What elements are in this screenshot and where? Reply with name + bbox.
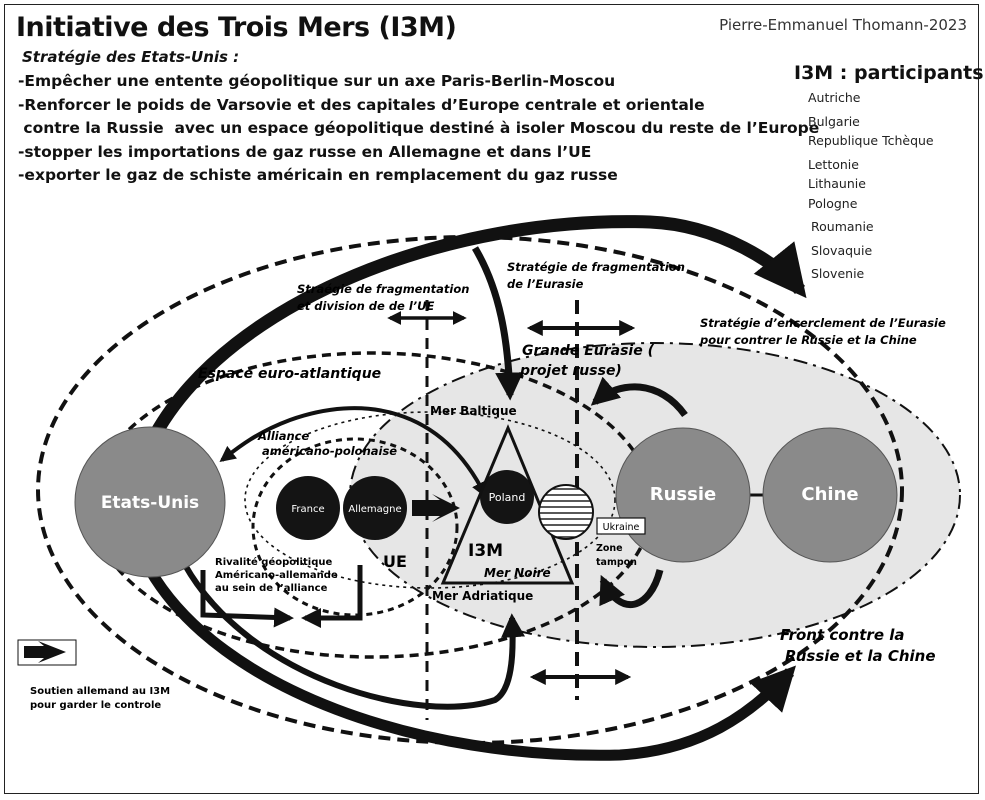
zone-tampon-label-1: Zone [596, 543, 623, 554]
german-support-arrow [412, 494, 460, 522]
figure-title: Initiative des Trois Mers (I3M) [16, 12, 457, 43]
participant-item: Lithaunie [808, 176, 866, 191]
participant-item: Autriche [808, 90, 861, 105]
strategy-bullet: -exporter le gaz de schiste américain en… [18, 166, 618, 184]
frag-eurasie-label-2: de l’Eurasie [507, 277, 584, 291]
encirclement-top-arrow [149, 215, 807, 439]
strategy-bullet: -Empêcher une entente géopolitique sur u… [18, 72, 616, 90]
ukraine-disk [538, 484, 594, 540]
rivalite-label-3: au sein de l’alliance [215, 583, 328, 594]
alliance-arrow [219, 406, 487, 498]
participant-item: Slovaquie [811, 242, 873, 258]
allemagne-circle [343, 476, 407, 540]
strategy-bullets: -Empêcher une entente géopolitique sur u… [18, 70, 819, 188]
participants-list: Autriche Bulgarie Republique Tchèque Let… [808, 86, 934, 286]
france-circle [276, 476, 340, 540]
france-label: France [291, 504, 324, 515]
frag-ue-label-2: et division de de l’UE [297, 299, 435, 313]
ukraine-label-box [596, 517, 646, 535]
rivalry-arrow-left [200, 570, 294, 628]
russie-circle [615, 427, 751, 563]
participants-heading: I3M : participants [794, 62, 984, 84]
zone-tampon-label-2: tampon [596, 557, 637, 568]
encerclement-label-2: pour contrer le Russie et la Chine [699, 333, 917, 347]
mer-adriatique-label: Mer Adriatique [432, 589, 533, 603]
rivalite-label-2: Américano-allemande [215, 569, 338, 581]
legend-arrow-icon [24, 641, 66, 663]
poland-label: Poland [489, 491, 526, 504]
participant-item: Slovenie [811, 266, 865, 281]
strategy-bullet: -stopper les importations de gaz russe e… [18, 142, 592, 161]
usa-label: Etats-Unis [101, 493, 199, 513]
chine-circle [762, 427, 898, 563]
strategy-heading: Stratégie des Etats-Unis : [22, 48, 240, 66]
rivalry-arrow-right [301, 565, 363, 628]
ue-label: UE [383, 552, 407, 571]
russie-label: Russie [650, 484, 716, 505]
adriatic-arrow [182, 563, 526, 710]
mer-noire-label: Mer Noire [484, 566, 551, 580]
alliance-label-1: Alliance [257, 429, 309, 443]
legend-label-1: Soutien allemand au I3M [30, 686, 170, 697]
author-credit: Pierre-Emmanuel Thomann-2023 [719, 16, 967, 34]
allemagne-label: Allemagne [348, 504, 401, 515]
i3m-label: I3M [468, 541, 503, 561]
russia-top-arrow [590, 376, 688, 418]
baltic-arrow [471, 246, 524, 401]
participant-item: Roumanie [811, 219, 874, 234]
espace-euro-atlantique-label: Espace euro-atlantique [198, 366, 381, 382]
poland-circle [480, 470, 534, 524]
grande-eurasie-label-1: Grande Eurasie ( [522, 343, 655, 359]
figure-frame [4, 4, 979, 794]
grande-eurasie-label-2: projet russe) [519, 363, 622, 379]
strategy-bullet: -Renforcer le poids de Varsovie et des c… [18, 95, 705, 114]
participant-item: Bulgarie [808, 113, 860, 129]
encirclement-bottom-arrow [145, 567, 796, 761]
alliance-label-2: américano-polonaise [262, 444, 397, 458]
participant-item: Pologne [808, 195, 858, 211]
ukraine-label: Ukraine [603, 522, 640, 533]
frag-eurasie-label-1: Stratégie de fragmentation [507, 260, 685, 274]
ue-ellipse [251, 437, 459, 617]
rivalite-label-1: Rivalité géopolitique [215, 556, 332, 568]
front-label-1: Front contre la [780, 626, 904, 644]
strategy-bullet: contre la Russie avec un espace géopolit… [18, 119, 820, 137]
mer-baltique-label: Mer Baltique [430, 404, 517, 418]
chine-label: Chine [801, 484, 858, 505]
legend-label-2: pour garder le controle [30, 700, 161, 711]
usa-circle [74, 426, 226, 578]
participant-item: Lettonie [808, 156, 859, 172]
russia-bottom-arrow [599, 569, 664, 609]
participant-item: Republique Tchèque [808, 133, 934, 148]
encerclement-label-1: Stratégie d’encerclement de l’Eurasie [700, 316, 946, 330]
frag-ue-label-1: Straégie de fragmentation [297, 282, 469, 296]
front-label-2: Russie et la Chine [785, 647, 936, 665]
alliance-ellipse [244, 411, 616, 589]
